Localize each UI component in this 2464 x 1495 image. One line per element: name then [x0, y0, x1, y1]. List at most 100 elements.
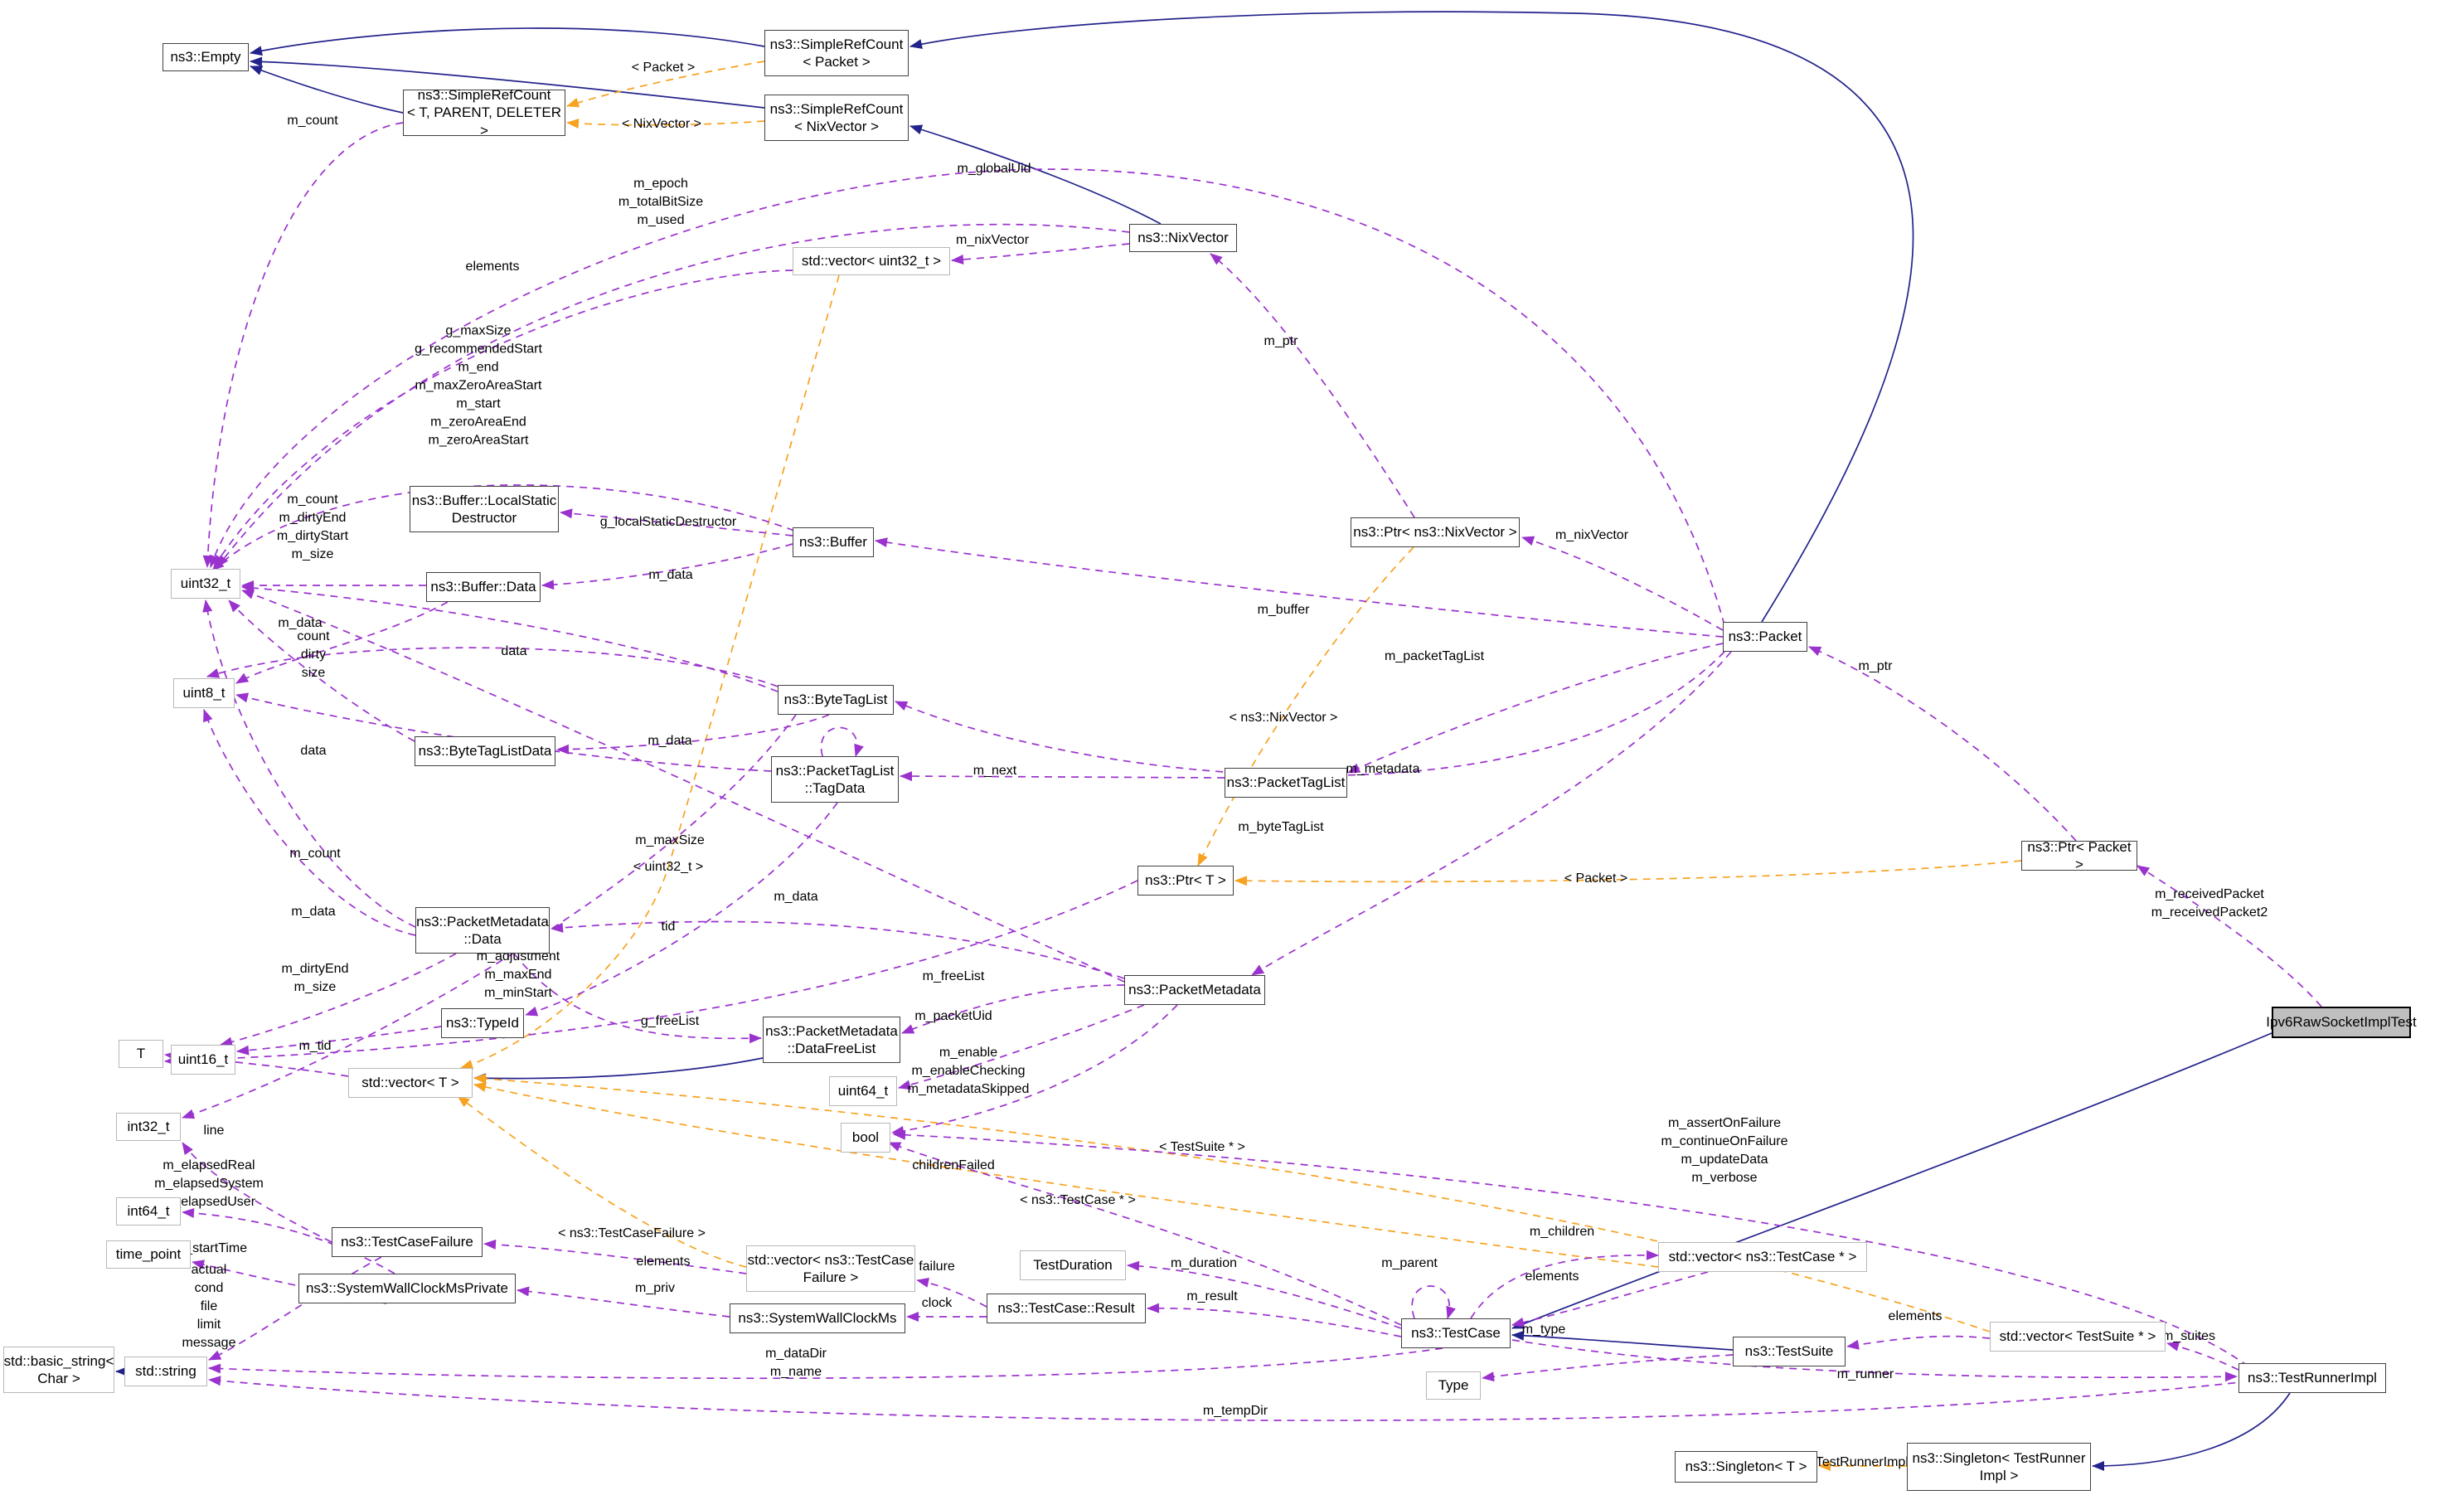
node-type[interactable]: Type [1426, 1371, 1481, 1400]
node-ptr-packet[interactable]: ns3::Ptr< Packet > [2021, 839, 2137, 872]
node-nixvector[interactable]: ns3::NixVector [1129, 224, 1237, 252]
edge-member-21 [216, 223, 1130, 568]
edge-label-< NixVector >: < NixVector > [621, 116, 702, 131]
node-test-runner-impl[interactable]: ns3::TestRunnerImpl [2238, 1363, 2386, 1393]
node-uint32[interactable]: uint32_t [171, 569, 240, 599]
node-uint64[interactable]: uint64_t [829, 1076, 897, 1106]
edge-member-50 [901, 984, 1125, 1034]
edge-label-m_assertOnFailure: m_assertOnFailure m_continueOnFailure m_… [1661, 1115, 1788, 1186]
edge-member-76 [1511, 1339, 2238, 1382]
edge-label-m_priv: m_priv [634, 1280, 676, 1295]
node-int32[interactable]: int32_t [116, 1113, 181, 1141]
edge-member-63 [517, 1286, 730, 1318]
edge-template-15 [457, 1095, 747, 1268]
edge-member-54 [2137, 865, 2322, 1007]
edge-label-data: data [501, 643, 527, 658]
node-packet[interactable]: ns3::Packet [1723, 622, 1807, 652]
node-bool[interactable]: bool [841, 1123, 890, 1153]
node-type-id[interactable]: ns3::TypeId [441, 1008, 524, 1038]
node-ptr-t[interactable]: ns3::Ptr< T > [1137, 866, 1234, 896]
node-uint8[interactable]: uint8_t [173, 678, 235, 708]
edge-label-m_count: m_count [289, 846, 341, 861]
node-empty[interactable]: ns3::Empty [162, 43, 249, 71]
node-singleton-test-runner-impl[interactable]: ns3::Singleton< TestRunner Impl > [1907, 1443, 2091, 1491]
edge-label-< ns3::TestCaseFailure >: < ns3::TestCaseFailure > [558, 1226, 706, 1240]
node-test-suite[interactable]: ns3::TestSuite [1733, 1337, 1846, 1366]
edge-template-10 [566, 61, 765, 108]
node-ptr-nixvector[interactable]: ns3::Ptr< ns3::NixVector > [1351, 517, 1520, 547]
edge-label-m_result: m_result [1186, 1289, 1238, 1303]
edge-label-m_receivedPacket: m_receivedPacket m_receivedPacket2 [2151, 886, 2268, 920]
edge-member-43 [241, 590, 1125, 983]
node-vector-test-case-failure[interactable]: std::vector< ns3::TestCase Failure > [746, 1245, 915, 1292]
edge-label-< Packet >: < Packet > [631, 60, 696, 75]
node-local-static-destructor[interactable]: ns3::Buffer::LocalStatic Destructor [410, 486, 559, 532]
edge-member-62 [483, 1239, 747, 1274]
edge-label-m_suites: m_suites [2161, 1328, 2216, 1343]
edge-label-m_duration: m_duration [1170, 1255, 1238, 1270]
edge-label-m_dirtyEnd: m_dirtyEnd m_size [281, 961, 349, 994]
node-packet-metadata-data[interactable]: ns3::PacketMetadata ::Data [415, 907, 550, 954]
node-test-case-result[interactable]: ns3::TestCase::Result [987, 1294, 1146, 1323]
edge-label-m_parent: m_parent [1381, 1255, 1438, 1270]
edge-member-69 [208, 1376, 2249, 1421]
node-t[interactable]: T [119, 1040, 163, 1068]
node-simple-ref-count-packet[interactable]: ns3::SimpleRefCount < Packet > [764, 30, 909, 76]
edge-member-22 [951, 243, 1130, 265]
node-packet-metadata[interactable]: ns3::PacketMetadata [1124, 975, 1265, 1005]
node-buffer-data[interactable]: ns3::Buffer::Data [426, 572, 541, 602]
node-vector-test-suite-ptr[interactable]: std::vector< TestSuite * > [1990, 1322, 2166, 1352]
node-std-string[interactable]: std::string [124, 1357, 207, 1386]
node-system-wall-clock-ms[interactable]: ns3::SystemWallClockMs [730, 1303, 905, 1333]
node-test-case-failure[interactable]: ns3::TestCaseFailure [332, 1227, 483, 1257]
edge-label-elements: elements [1525, 1269, 1579, 1284]
edge-member-64 [182, 1142, 332, 1243]
node-packet-tag-list-tag-data[interactable]: ns3::PacketTagList ::TagData [771, 756, 899, 803]
edge-template-12 [460, 274, 840, 1070]
node-data-free-list[interactable]: ns3::PacketMetadata ::DataFreeList [763, 1017, 900, 1063]
edge-label-clock: clock [921, 1295, 953, 1310]
node-vector-t[interactable]: std::vector< T > [348, 1068, 473, 1098]
edge-label-m_freeList: m_freeList [922, 968, 985, 983]
node-test-case[interactable]: ns3::TestCase [1401, 1318, 1511, 1348]
edge-member-32 [560, 508, 793, 536]
node-system-wall-clock-ms-private[interactable]: ns3::SystemWallClockMsPrivate [298, 1274, 516, 1303]
node-byte-tag-list[interactable]: ns3::ByteTagList [778, 685, 894, 715]
node-int64[interactable]: int64_t [116, 1197, 181, 1226]
edge-label-m_metadata: m_metadata [1346, 761, 1420, 776]
edge-label-m_data: m_data [774, 889, 818, 904]
edge-label-line: line [203, 1123, 225, 1138]
node-vector-uint32[interactable]: std::vector< uint32_t > [793, 247, 950, 275]
node-byte-tag-list-data[interactable]: ns3::ByteTagListData [415, 736, 555, 766]
edge-label-< Packet >: < Packet > [1564, 871, 1628, 886]
edge-label-actual: actual cond file limit message [182, 1262, 236, 1351]
edge-member-38 [235, 601, 449, 684]
edge-label-m_packetTagList: m_packetTagList [1384, 648, 1485, 663]
node-basic-string[interactable]: std::basic_string< Char > [3, 1347, 114, 1393]
edge-inherit-2 [250, 56, 765, 109]
node-packet-tag-list[interactable]: ns3::PacketTagList [1225, 768, 1347, 798]
node-simple-ref-count-nixvector[interactable]: ns3::SimpleRefCount < NixVector > [764, 95, 909, 141]
edge-member-55 [1808, 646, 2077, 842]
node-vector-test-case-ptr[interactable]: std::vector< ns3::TestCase * > [1658, 1242, 1867, 1272]
edge-member-41 [556, 714, 830, 755]
edge-member-70 [1411, 1285, 1456, 1319]
edge-member-75 [2166, 1341, 2239, 1371]
edge-member-27 [1347, 643, 1724, 774]
node-time-point[interactable]: time_point [106, 1240, 191, 1269]
edge-label-elements: elements [636, 1254, 691, 1269]
edge-label-< ns3::TestCase * >: < ns3::TestCase * > [1020, 1192, 1136, 1207]
node-uint16[interactable]: uint16_t [171, 1045, 235, 1075]
node-buffer[interactable]: ns3::Buffer [793, 527, 874, 557]
edge-label-m_data: m_data [278, 615, 323, 630]
edge-label-elements: elements [465, 259, 520, 274]
edge-label-m_epoch: m_epoch m_totalBitSize m_used [618, 176, 704, 228]
edge-label-< uint32_t >: < uint32_t > [633, 859, 704, 874]
edge-member-71 [1470, 1250, 1659, 1319]
node-singleton-t[interactable]: ns3::Singleton< T > [1675, 1451, 1817, 1483]
node-test-duration[interactable]: TestDuration [1020, 1250, 1126, 1280]
edge-member-42 [202, 599, 416, 928]
node-simple-ref-count-tpd[interactable]: ns3::SimpleRefCount < T, PARENT, DELETER… [403, 87, 565, 138]
edge-label-g_localStaticDestructor: g_localStaticDestructor [599, 514, 737, 529]
node-ipv6-raw-socket-impl-test-current[interactable]: Ipv6RawSocketImplTest [2266, 1007, 2417, 1038]
